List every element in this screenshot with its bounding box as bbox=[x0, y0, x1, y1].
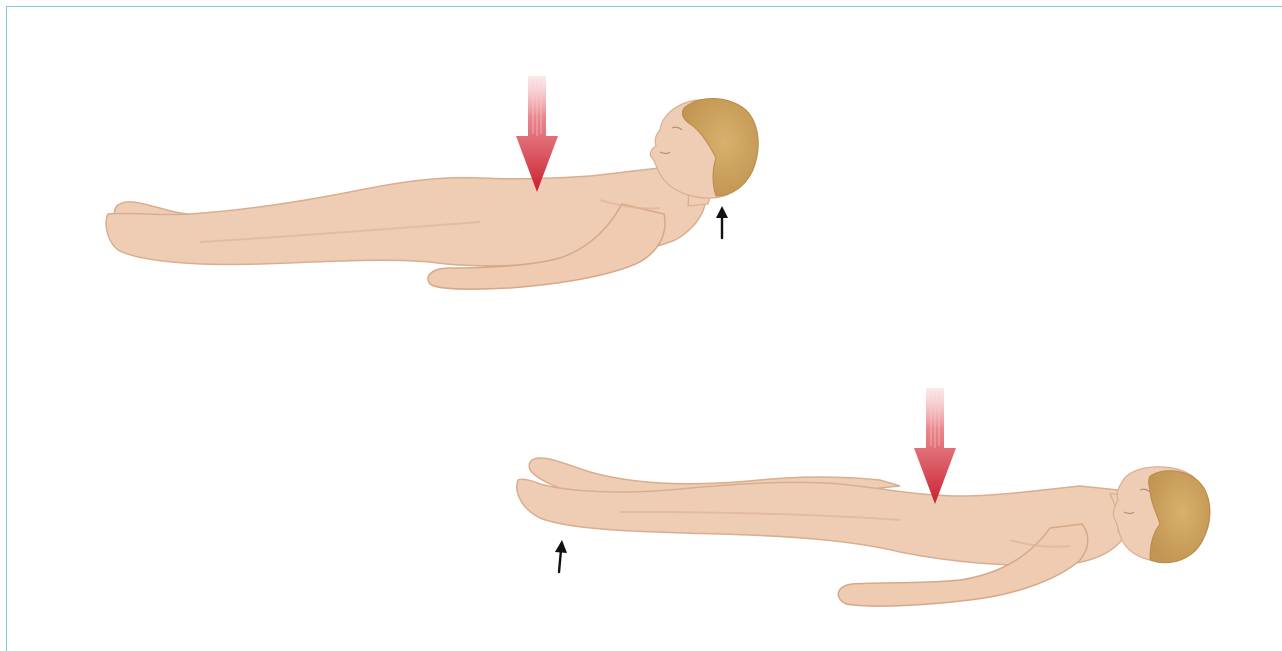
black-up-arrow-icon bbox=[716, 206, 728, 238]
supine-person-top bbox=[106, 76, 758, 289]
red-down-arrow-icon bbox=[914, 388, 956, 504]
red-down-arrow-icon bbox=[516, 76, 558, 192]
hair-bottom bbox=[1149, 471, 1210, 563]
supine-person-bottom bbox=[517, 388, 1210, 606]
black-up-arrow-icon bbox=[555, 540, 567, 572]
